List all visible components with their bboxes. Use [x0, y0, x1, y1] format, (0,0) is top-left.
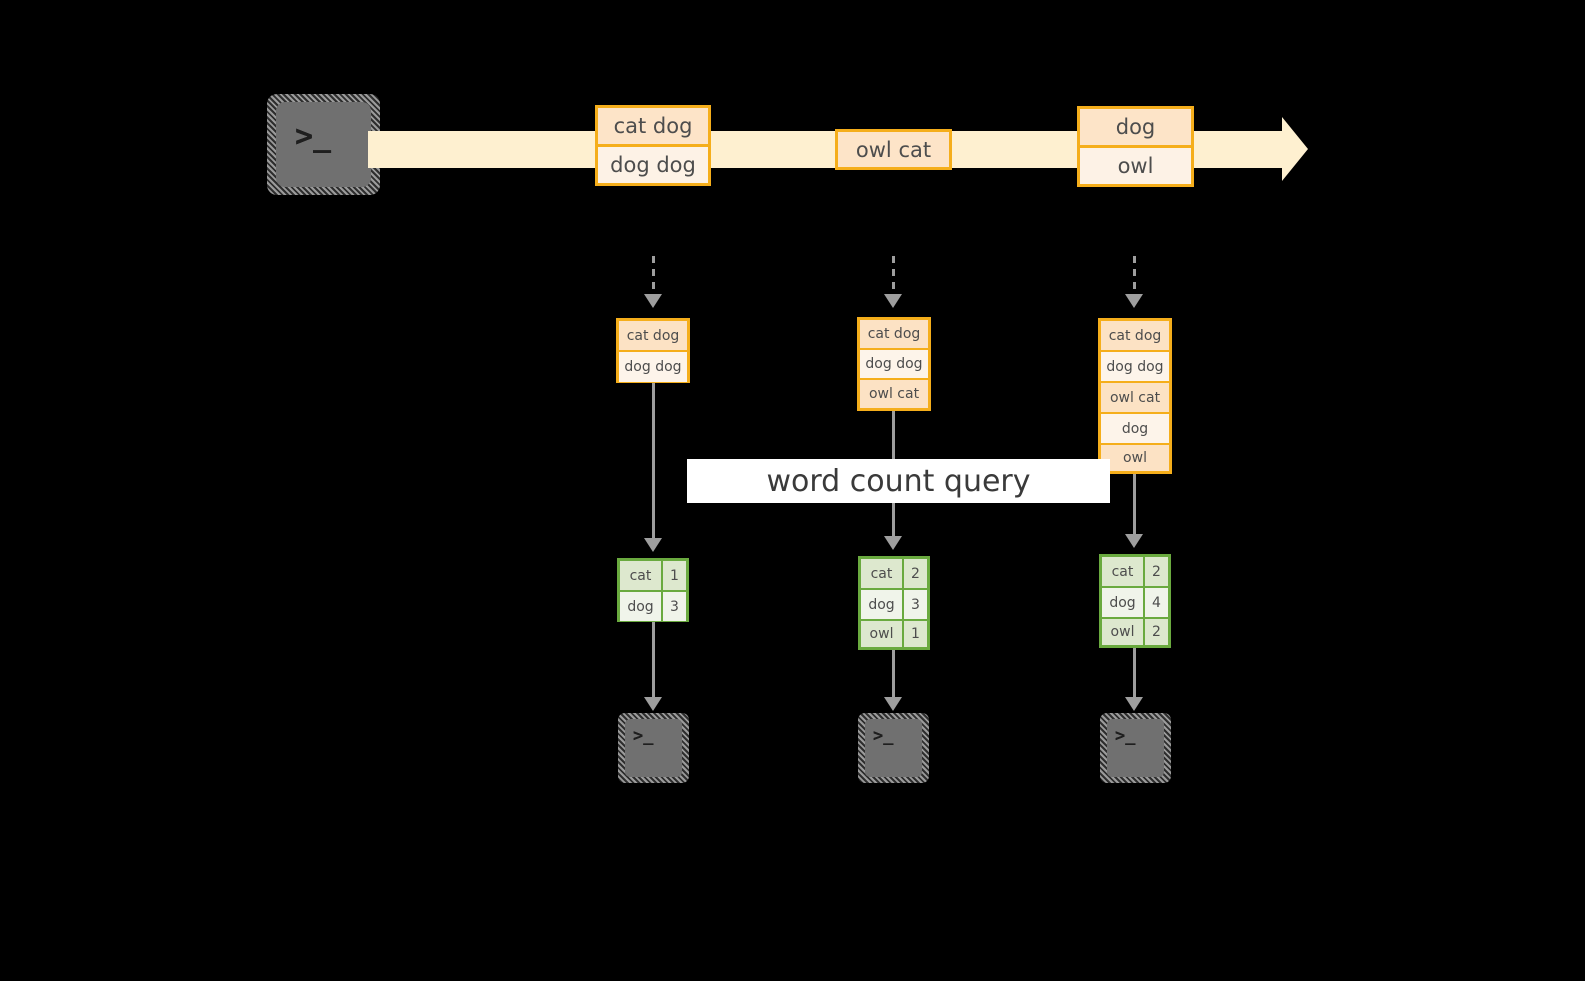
table-row: cat 1 [620, 561, 686, 592]
snapshot-to-result-arrowhead-3 [1125, 534, 1143, 548]
snapshot-to-result-connector-1 [652, 383, 655, 541]
stream-event-line: owl [1077, 145, 1194, 187]
snapshot-record: owl cat [860, 380, 928, 408]
table-row: dog 3 [620, 592, 686, 621]
snapshot-record: dog dog [860, 350, 928, 380]
table-row: dog 4 [1102, 588, 1168, 619]
word-cell: cat [861, 559, 904, 588]
snapshot-record: owl [1101, 445, 1169, 471]
result-to-sink-connector-3 [1133, 648, 1136, 700]
word-cell: owl [861, 621, 904, 647]
snapshot-record: dog dog [619, 352, 687, 382]
stream-to-snapshot-arrowhead-3 [1125, 294, 1143, 308]
snapshot-record: dog [1101, 414, 1169, 445]
count-cell: 2 [1145, 557, 1168, 586]
word-cell: owl [1102, 619, 1145, 645]
count-cell: 3 [663, 592, 686, 621]
terminal-prompt-glyph: >_ [295, 119, 332, 154]
snapshot-1-records[interactable]: cat dog dog dog [616, 318, 690, 383]
terminal-screen [865, 719, 922, 777]
snapshot-to-result-connector-3 [1133, 474, 1136, 537]
snapshot-record: owl cat [1101, 383, 1169, 414]
stream-to-snapshot-connector-2 [892, 256, 895, 298]
result-table-3[interactable]: cat 2 dog 4 owl 2 [1099, 554, 1171, 648]
table-row: cat 2 [861, 559, 927, 590]
word-cell: dog [1102, 588, 1145, 617]
terminal-screen [276, 102, 371, 187]
count-cell: 1 [663, 561, 686, 590]
result-to-sink-arrowhead-2 [884, 697, 902, 711]
query-label-banner: word count query [687, 459, 1110, 503]
stream-event-line: dog [1077, 106, 1194, 148]
result-table-2[interactable]: cat 2 dog 3 owl 1 [858, 556, 930, 650]
table-row: owl 1 [861, 621, 927, 647]
result-to-sink-connector-2 [892, 650, 895, 700]
source-terminal-icon[interactable]: >_ [267, 94, 380, 195]
word-cell: dog [861, 590, 904, 619]
snapshot-record: cat dog [619, 321, 687, 352]
count-cell: 3 [904, 590, 927, 619]
word-cell: cat [620, 561, 663, 590]
stream-to-snapshot-connector-1 [652, 256, 655, 298]
snapshot-2-records[interactable]: cat dog dog dog owl cat [857, 317, 931, 411]
stream-event-line: dog dog [595, 144, 711, 186]
count-cell: 4 [1145, 588, 1168, 617]
table-row: owl 2 [1102, 619, 1168, 645]
result-to-sink-arrowhead-1 [644, 697, 662, 711]
snapshot-record: cat dog [860, 320, 928, 350]
snapshot-3-records[interactable]: cat dog dog dog owl cat dog owl [1098, 318, 1172, 474]
sink-terminal-icon-2[interactable]: >_ [858, 713, 929, 783]
snapshot-to-result-arrowhead-1 [644, 538, 662, 552]
terminal-prompt-glyph: >_ [873, 726, 894, 746]
terminal-screen [1107, 719, 1164, 777]
snapshot-to-result-arrowhead-2 [884, 536, 902, 550]
sink-terminal-icon-1[interactable]: >_ [618, 713, 689, 783]
table-row: dog 3 [861, 590, 927, 621]
result-to-sink-connector-1 [652, 622, 655, 700]
table-row: cat 2 [1102, 557, 1168, 588]
count-cell: 2 [904, 559, 927, 588]
word-cell: dog [620, 592, 663, 621]
stream-event-line: cat dog [595, 105, 711, 147]
snapshot-record: dog dog [1101, 352, 1169, 383]
terminal-prompt-glyph: >_ [633, 726, 654, 746]
stream-event-line: owl cat [835, 129, 952, 170]
event-stream-arrowhead [1282, 117, 1308, 181]
terminal-screen [625, 719, 682, 777]
count-cell: 1 [904, 621, 927, 647]
stream-to-snapshot-arrowhead-2 [884, 294, 902, 308]
snapshot-record: cat dog [1101, 321, 1169, 352]
stream-to-snapshot-connector-3 [1133, 256, 1136, 298]
terminal-prompt-glyph: >_ [1115, 726, 1136, 746]
word-cell: cat [1102, 557, 1145, 586]
result-to-sink-arrowhead-3 [1125, 697, 1143, 711]
sink-terminal-icon-3[interactable]: >_ [1100, 713, 1171, 783]
stream-to-snapshot-arrowhead-1 [644, 294, 662, 308]
count-cell: 2 [1145, 619, 1168, 645]
result-table-1[interactable]: cat 1 dog 3 [617, 558, 689, 622]
